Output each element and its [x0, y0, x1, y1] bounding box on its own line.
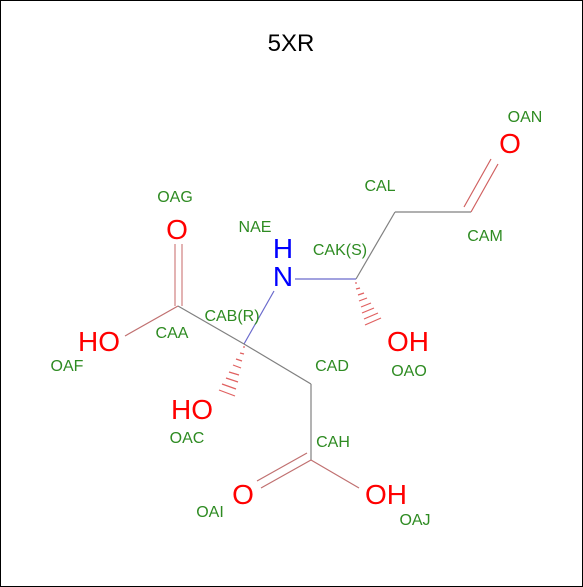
oxygen-carbonyl-label-1: O: [166, 214, 188, 245]
molecule-title: 5XR: [268, 30, 315, 57]
atom-name-cak: CAK(S): [313, 242, 367, 259]
hydrogen-amine-label: H: [273, 233, 293, 264]
hashed-wedge-cab-oac: [218, 346, 245, 397]
element-labels: O H N O HO OH HO O OH: [78, 128, 521, 510]
bond-caa-oaf: [124, 305, 179, 337]
hydroxyl-label-4: OH: [365, 479, 407, 510]
bond-nae-cab: [243, 290, 275, 345]
atom-name-oaf: OAF: [51, 358, 84, 375]
atom-name-oai: OAI: [196, 504, 224, 521]
bond-cab-cad: [243, 343, 312, 385]
nitrogen-amine-label: N: [273, 261, 293, 292]
hashed-wedge-cak-oao: [355, 282, 382, 326]
bond-cah-oaj: [310, 459, 360, 489]
bond-group: [124, 158, 499, 489]
atom-name-oac: OAC: [170, 430, 205, 447]
bond-cah-oai-a: [260, 459, 312, 489]
bond-cam-oan-a: [470, 163, 499, 213]
atom-name-nae: NAE: [239, 219, 272, 236]
oxygen-ketone-label: O: [499, 128, 521, 159]
atom-name-oao: OAO: [391, 363, 427, 380]
atom-name-caa: CAA: [156, 325, 189, 342]
bond-cam-oan-b: [463, 158, 492, 208]
hydroxyl-label-1: HO: [78, 326, 120, 357]
atom-name-cam: CAM: [467, 228, 503, 245]
atom-name-oag: OAG: [157, 189, 193, 206]
atom-name-cal: CAL: [364, 178, 395, 195]
atom-name-oan: OAN: [508, 109, 543, 126]
atom-name-cah: CAH: [316, 434, 350, 451]
atom-name-oaj: OAJ: [399, 512, 430, 529]
hydroxyl-label-3: HO: [171, 394, 213, 425]
oxygen-carbonyl-label-2: O: [232, 479, 254, 510]
atom-name-annotations: OAN CAL OAG NAE CAK(S) CAM CAB(R) CAA OA…: [51, 109, 543, 529]
bond-cah-oai-b: [256, 452, 308, 482]
bond-cak-cal: [355, 211, 396, 280]
bond-cab-caa: [177, 305, 245, 345]
atom-name-cad: CAD: [315, 358, 349, 375]
atom-name-cab: CAB(R): [204, 308, 259, 325]
hydroxyl-label-2: OH: [387, 326, 429, 357]
